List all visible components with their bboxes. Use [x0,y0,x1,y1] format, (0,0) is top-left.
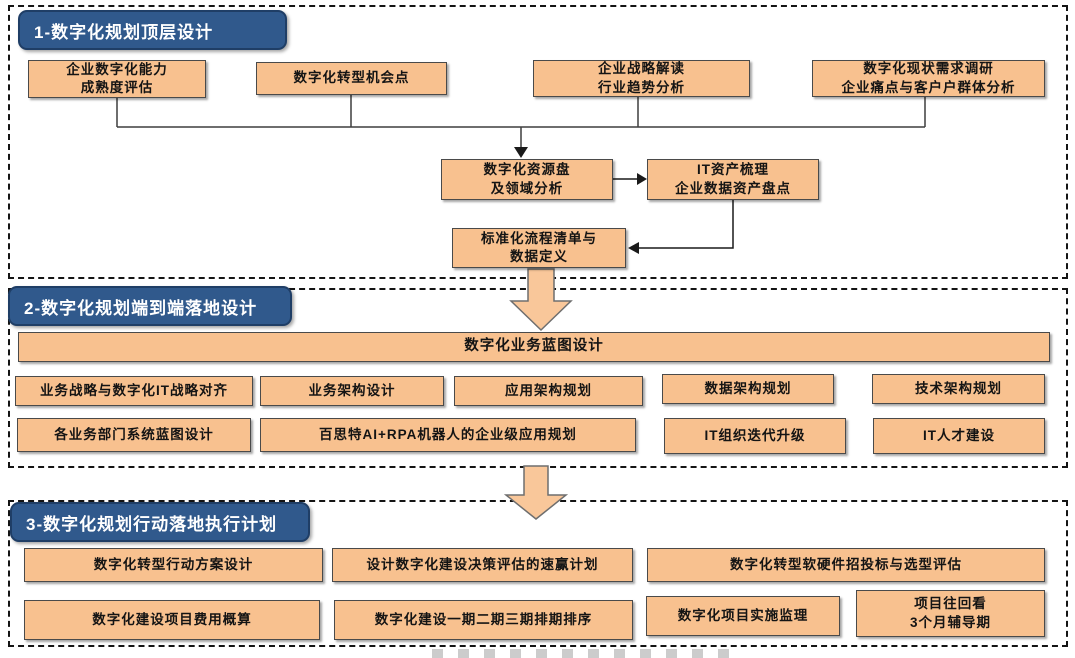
section2-title: 2-数字化规划端到端落地设计 [24,298,258,318]
box-cost-estimate: 数字化建设项目费用概算 [24,600,320,640]
box-implementation-supervision: 数字化项目实施监理 [646,596,840,636]
section3-header: 3-数字化规划行动落地执行计划 [10,502,310,542]
box-quick-win-plan: 设计数字化建设决策评估的速赢计划 [332,548,633,582]
box-capability-maturity: 企业数字化能力 成熟度评估 [28,60,206,98]
section2-header: 2-数字化规划端到端落地设计 [8,286,292,326]
box-it-talent: IT人才建设 [873,418,1045,454]
box-business-architecture: 业务架构设计 [260,376,444,406]
box-digital-resources: 数字化资源盘 及领域分析 [441,159,613,200]
box-status-survey: 数字化现状需求调研 企业痛点与客户户群体分析 [812,60,1045,97]
box-standard-process-list: 标准化流程清单与 数据定义 [452,228,626,268]
box-data-architecture: 数据架构规划 [662,374,834,404]
box-bidding-selection: 数字化转型软硬件招投标与选型评估 [647,548,1045,582]
box-action-plan-design: 数字化转型行动方案设计 [24,548,323,582]
box-transformation-opportunity: 数字化转型机会点 [256,62,447,95]
box-it-assets: IT资产梳理 企业数据资产盘点 [647,159,819,200]
section3-title: 3-数字化规划行动落地执行计划 [26,514,278,534]
box-project-review: 项目往回看 3个月辅导期 [856,590,1045,637]
section1-title: 1-数字化规划顶层设计 [34,22,214,42]
box-strategy-interpretation: 企业战略解读 行业趋势分析 [533,60,750,97]
cropped-watermark-fragment [432,649,732,658]
box-ai-rpa-planning: 百思特AI+RPA机器人的企业级应用规划 [260,418,636,452]
box-it-org-upgrade: IT组织迭代升级 [664,418,846,454]
box-business-blueprint-banner: 数字化业务蓝图设计 [18,332,1050,362]
section1-header: 1-数字化规划顶层设计 [18,10,287,50]
box-tech-architecture: 技术架构规划 [872,374,1045,404]
box-application-architecture: 应用架构规划 [454,376,643,406]
box-phase-sequencing: 数字化建设一期二期三期排期排序 [334,600,633,640]
box-strategy-alignment: 业务战略与数字化IT战略对齐 [15,376,253,406]
box-dept-blueprint: 各业务部门系统蓝图设计 [17,418,251,452]
